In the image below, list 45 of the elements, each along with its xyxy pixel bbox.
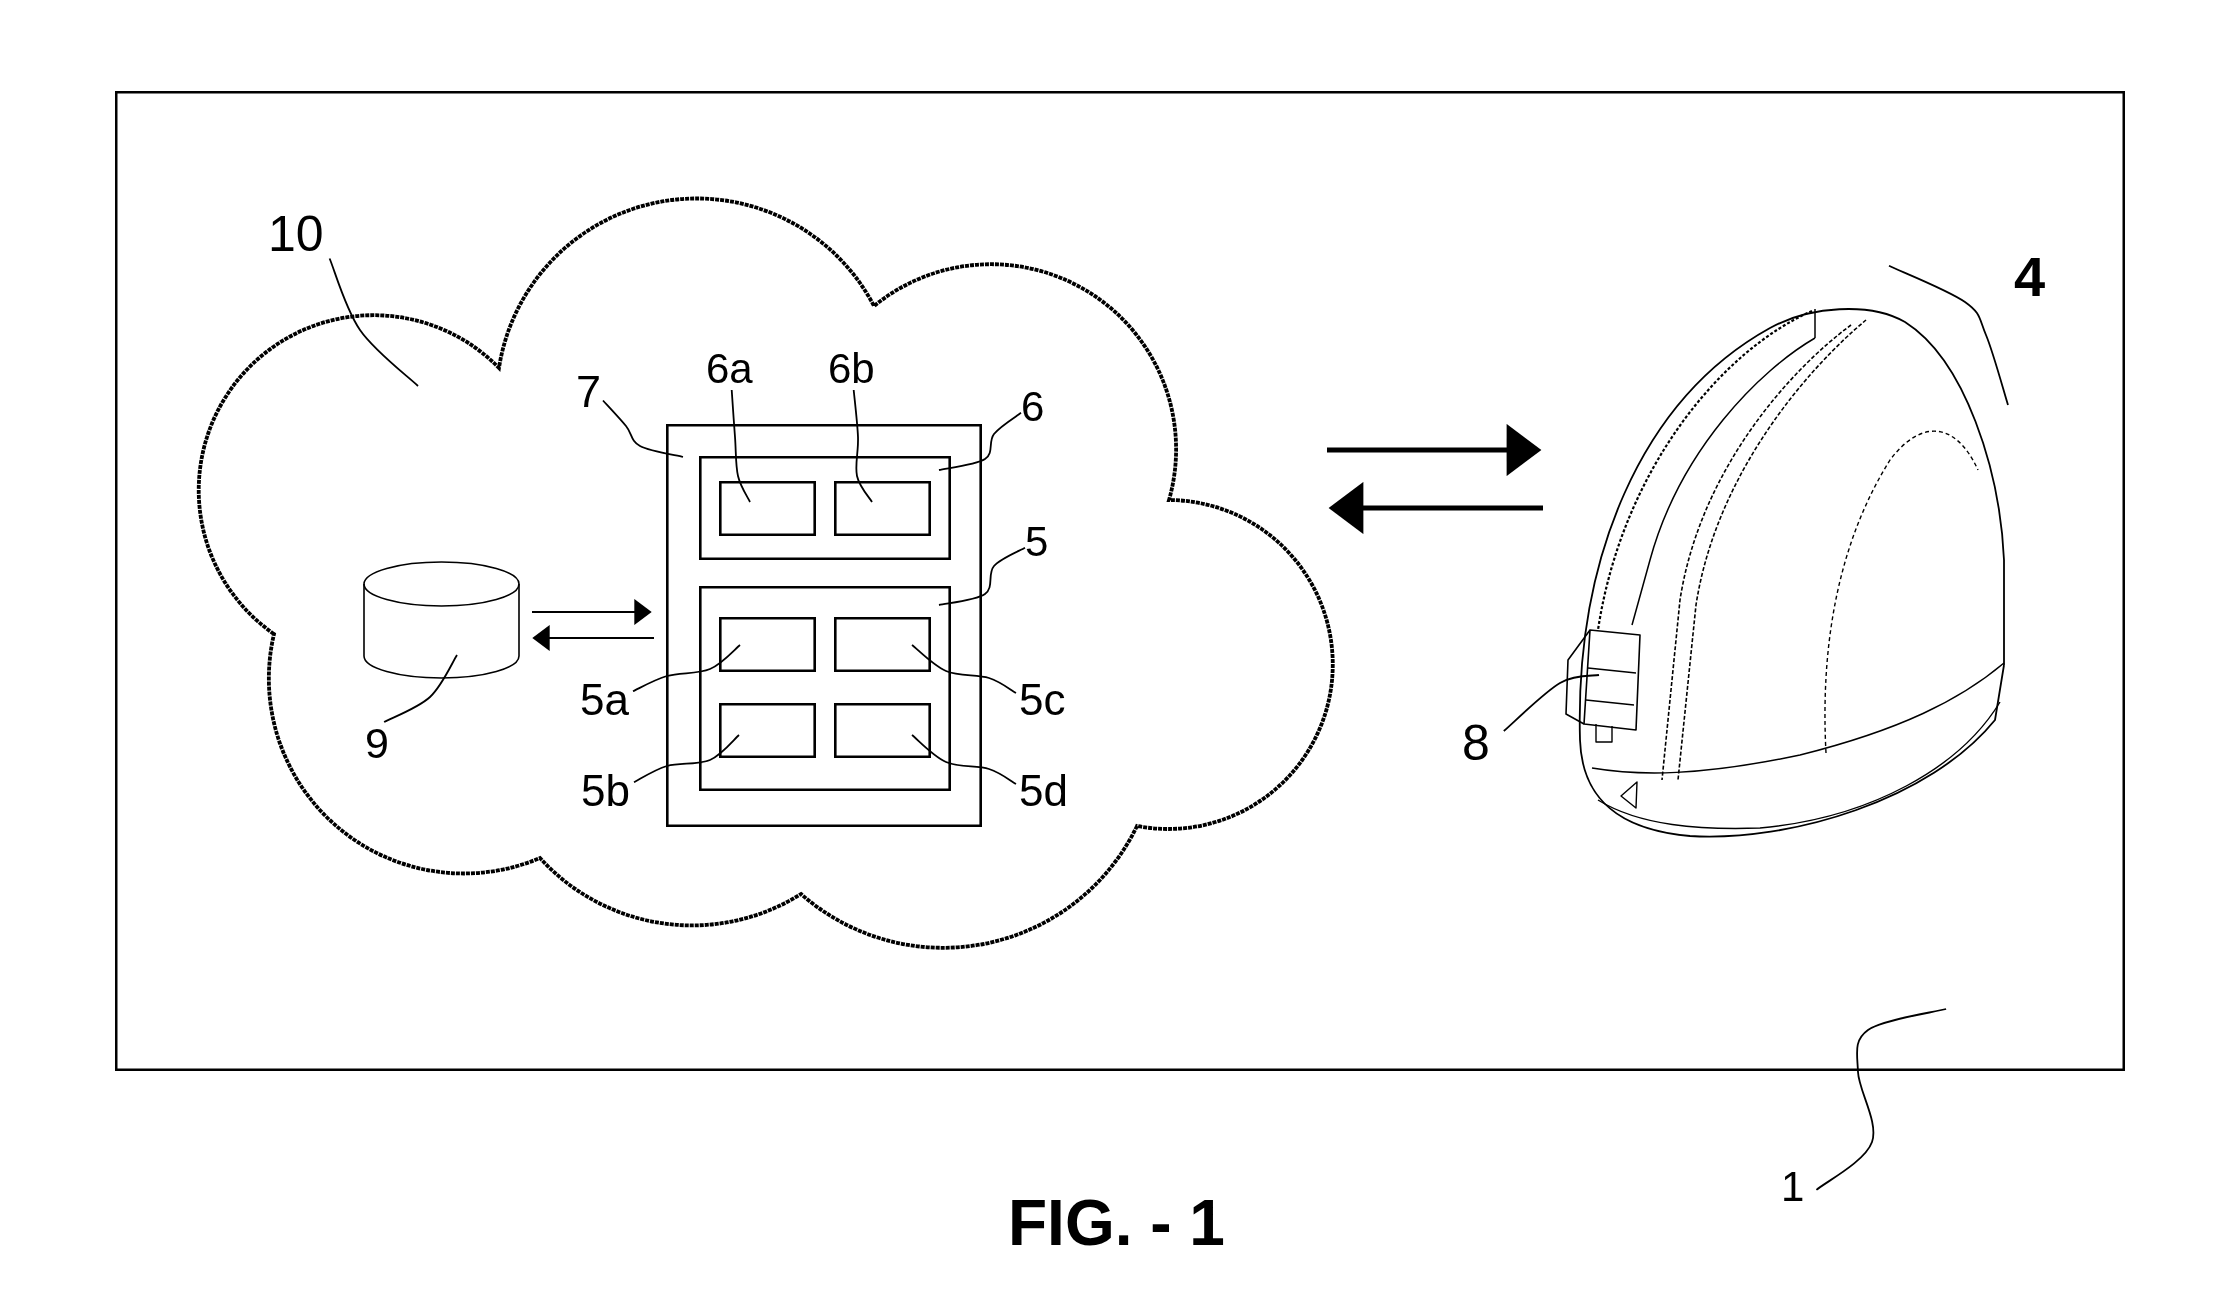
arrow: [1328, 481, 1543, 535]
reference-numeral: 7: [576, 369, 602, 414]
leader-line: [730, 389, 751, 503]
reference-numeral: 5a: [580, 678, 629, 722]
sub-module-box: [719, 703, 816, 758]
reference-numeral: 6a: [706, 348, 753, 390]
cloud-outline: [195, 195, 1336, 953]
leader-line: [1502, 674, 1600, 732]
reference-numeral: 6: [1021, 385, 1045, 428]
reference-numeral: 10: [268, 208, 324, 259]
platform-box: [666, 424, 982, 827]
reference-numeral: 5: [1025, 520, 1049, 563]
leader-line: [602, 399, 684, 458]
reference-numeral: 5d: [1019, 769, 1068, 813]
leader-line: [1815, 1008, 1947, 1191]
leader-line: [633, 734, 740, 784]
reference-numeral: 4: [2014, 249, 2046, 305]
sub-module-box: [719, 617, 816, 672]
leader-line: [938, 546, 1026, 606]
arrow: [1327, 423, 1542, 477]
leader-line: [383, 654, 458, 723]
database-cylinder: [363, 560, 520, 680]
sub-module-box: [834, 703, 931, 758]
module-box: [699, 456, 951, 560]
leader-line: [328, 257, 419, 387]
leader-line: [632, 644, 741, 693]
arrow: [532, 624, 655, 652]
system-frame: [115, 91, 2125, 1071]
sub-module-box: [834, 481, 931, 536]
sub-module-box: [834, 617, 931, 672]
leader-line: [911, 734, 1017, 785]
arrow: [531, 598, 652, 626]
figure-caption: FIG. - 1: [1008, 1191, 1225, 1255]
reference-numeral: 6b: [828, 348, 875, 390]
reference-numeral: 1: [1781, 1166, 1805, 1208]
leader-line: [911, 644, 1017, 694]
leader-line: [852, 389, 873, 503]
leader-line: [1888, 264, 2009, 406]
reference-numeral: 8: [1462, 718, 1490, 768]
leader-line: [938, 411, 1022, 471]
module-box: [699, 586, 951, 791]
reference-numeral: 5b: [581, 769, 630, 813]
reference-numeral: 9: [365, 722, 389, 765]
sub-module-box: [719, 481, 816, 536]
reference-numeral: 5c: [1019, 678, 1066, 722]
